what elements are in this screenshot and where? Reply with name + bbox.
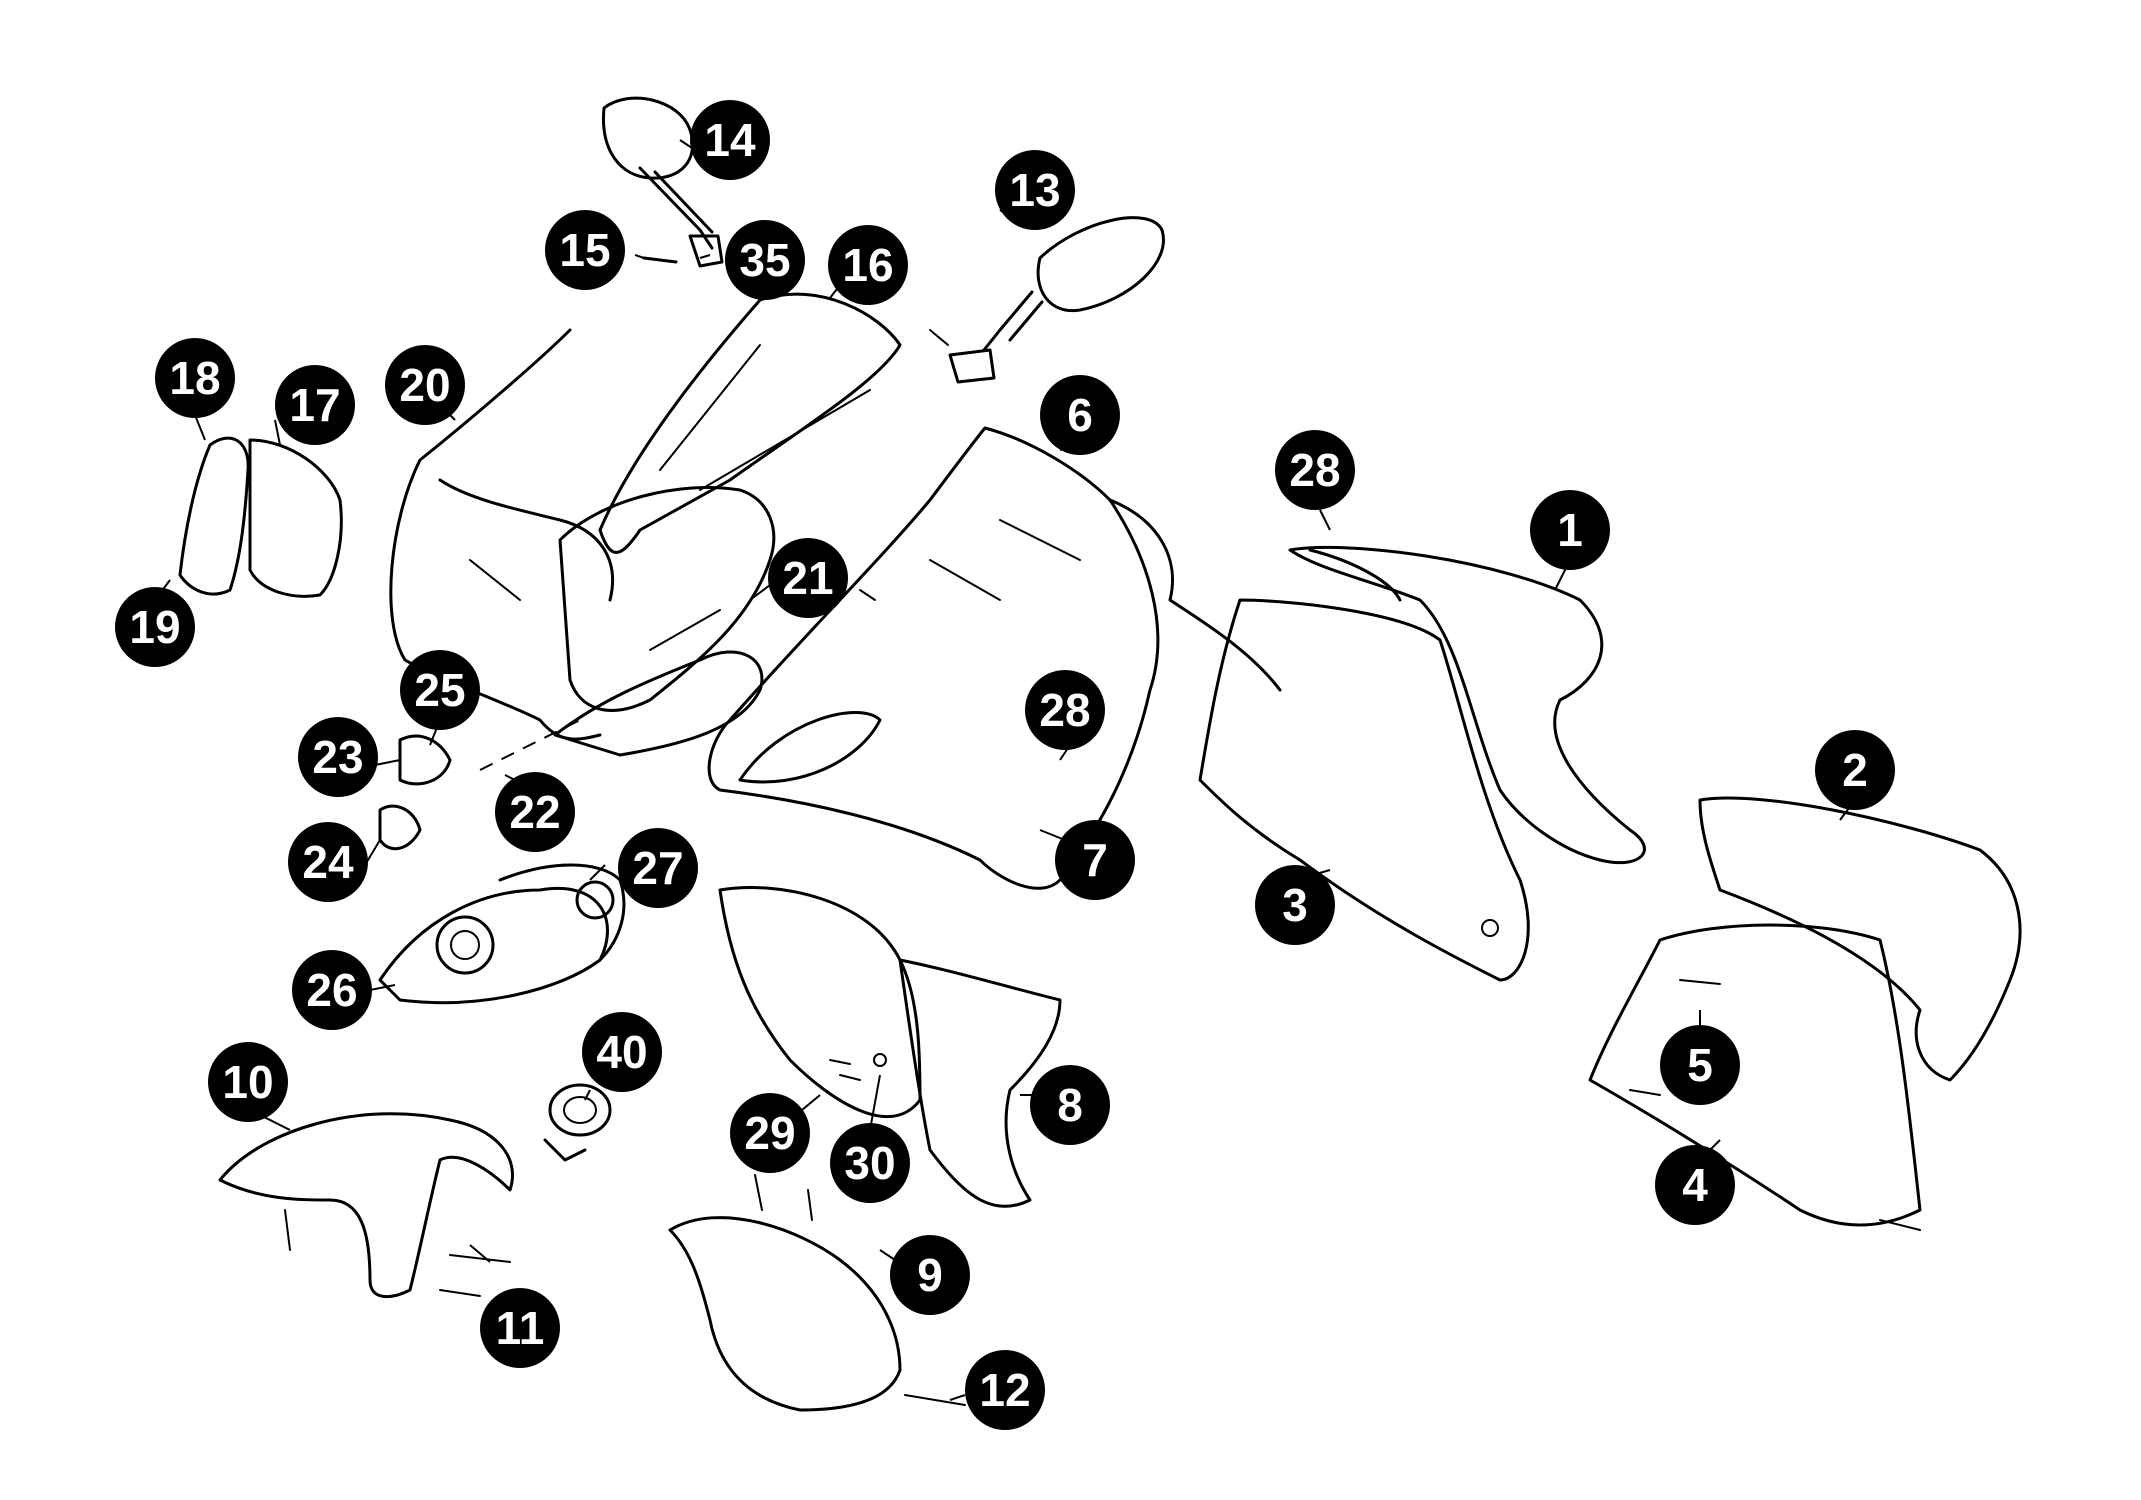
svg-text:2: 2 [1842,744,1868,796]
svg-text:5: 5 [1687,1039,1713,1091]
part-headlight-unit [378,863,626,1005]
part-upper-fairing [389,328,764,757]
svg-text:30: 30 [844,1137,895,1189]
part-bracket-28-top [1308,548,1402,602]
part-belly-pan-side [1588,923,1922,1231]
callout-11: 11 [480,1288,560,1368]
callout-27: 27 [618,828,698,908]
svg-text:6: 6 [1067,389,1093,441]
svg-text:15: 15 [559,224,610,276]
callout-40: 40 [582,1012,662,1092]
svg-text:29: 29 [744,1107,795,1159]
callout-30: 30 [830,1123,910,1203]
callout-leader-lines [154,139,1856,1401]
part-drawings [178,96,2022,1412]
callout-3: 3 [1255,865,1335,945]
svg-text:8: 8 [1057,1079,1083,1131]
part-dashed-line-22 [479,719,581,771]
svg-text:26: 26 [306,964,357,1016]
part-front-mudguard [218,1112,514,1299]
svg-text:40: 40 [596,1026,647,1078]
svg-text:19: 19 [129,601,180,653]
svg-text:11: 11 [496,1302,545,1354]
part-screw-15 [642,256,678,264]
callout-19: 19 [115,587,195,667]
svg-text:4: 4 [1682,1159,1708,1211]
callout-17: 17 [275,365,355,445]
callout-8: 8 [1030,1065,1110,1145]
callout-16: 16 [828,225,908,305]
svg-text:1: 1 [1557,504,1583,556]
callout-14: 14 [690,100,770,180]
callout-12: 12 [965,1350,1045,1430]
part-screw-12 [904,1394,966,1406]
callout-18: 18 [155,338,235,418]
svg-text:28: 28 [1289,444,1340,496]
part-belly-pan [668,1216,902,1412]
callout-35: 35 [725,220,805,300]
svg-text:22: 22 [509,786,560,838]
callout-9: 9 [890,1235,970,1315]
callout-6: 6 [1040,375,1120,455]
callout-22: 22 [495,772,575,852]
callout-2: 2 [1815,730,1895,810]
svg-text:12: 12 [979,1364,1030,1416]
callout-26: 26 [292,950,372,1030]
part-side-panel-upper [1288,545,1646,865]
callout-21: 21 [768,538,848,618]
callout-25: 25 [400,650,480,730]
svg-text:10: 10 [222,1056,273,1108]
svg-text:17: 17 [289,379,340,431]
callout-23: 23 [298,717,378,797]
callout-15: 15 [545,210,625,290]
callout-1: 1 [1530,490,1610,570]
callout-5: 5 [1660,1025,1740,1105]
callout-28-mid: 28 [1025,670,1105,750]
part-fasteners [754,1053,887,1221]
svg-text:3: 3 [1282,879,1308,931]
callout-7: 7 [1055,820,1135,900]
part-inner-panel [558,486,876,712]
callouts: 1 2 3 4 5 6 7 8 9 10 11 12 13 14 15 16 1… [115,100,1895,1430]
part-side-panel-lower [1198,598,1530,982]
callout-10: 10 [208,1042,288,1122]
svg-text:35: 35 [739,234,790,286]
callout-20: 20 [385,345,465,425]
svg-text:13: 13 [1009,164,1060,216]
svg-text:9: 9 [917,1249,943,1301]
callout-4: 4 [1655,1145,1735,1225]
callout-13: 13 [995,150,1075,230]
part-small-brackets [378,734,452,851]
part-left-mirror [601,96,724,268]
svg-text:23: 23 [312,731,363,783]
svg-text:20: 20 [399,359,450,411]
part-main-fairing [707,426,1282,890]
svg-text:7: 7 [1082,834,1108,886]
callout-28-top: 28 [1275,430,1355,510]
part-bolts-11 [439,1254,511,1297]
svg-text:18: 18 [169,352,220,404]
svg-text:16: 16 [842,239,893,291]
callout-29: 29 [730,1093,810,1173]
svg-text:24: 24 [302,836,354,888]
part-lower-duct [718,886,1062,1208]
svg-text:27: 27 [632,842,683,894]
svg-text:25: 25 [414,664,465,716]
part-windscreen [598,292,902,554]
svg-text:21: 21 [782,552,833,604]
callout-24: 24 [288,822,368,902]
part-cap-40 [543,1083,612,1162]
part-screws-5 [1629,979,1721,1096]
part-vent-ducts [178,436,343,598]
svg-text:28: 28 [1039,684,1090,736]
part-right-mirror [929,216,1165,384]
svg-text:14: 14 [704,114,756,166]
part-lower-side-panel [1698,796,2022,1082]
